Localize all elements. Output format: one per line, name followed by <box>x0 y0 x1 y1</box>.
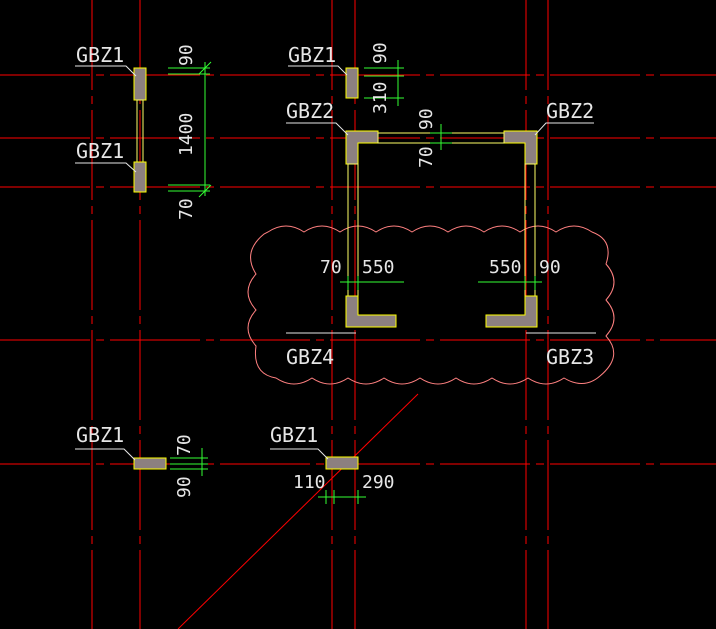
label-gbz2-right: GBZ2 <box>546 99 594 123</box>
label-gbz4: GBZ4 <box>286 345 334 369</box>
wall-segment-top <box>133 67 147 101</box>
dim-text-90-a: 90 <box>176 44 197 66</box>
dim-text-550-a: 550 <box>362 257 395 278</box>
dim-text-310: 310 <box>370 81 391 114</box>
dim-text-550-b: 550 <box>489 257 522 278</box>
column-gbz1-vertical[interactable] <box>133 67 147 193</box>
leader-lines <box>75 65 596 461</box>
dim-text-90-c: 90 <box>416 108 437 130</box>
dim-text-290: 290 <box>362 472 395 493</box>
column-gbz1-lower-mid[interactable] <box>325 456 359 470</box>
leader-l9 <box>270 448 329 460</box>
dimension-texts: 90 1400 70 90 310 90 70 70 550 550 90 70… <box>174 42 561 498</box>
label-gbz1-bottom-left: GBZ1 <box>76 423 124 447</box>
dim-text-70-d: 70 <box>174 434 195 456</box>
label-gbz1-top-mid: GBZ1 <box>288 43 336 67</box>
leader-l4 <box>286 122 349 136</box>
label-gbz3: GBZ3 <box>546 345 594 369</box>
column-gbz2-left <box>345 130 379 165</box>
leader-l8 <box>75 448 136 461</box>
axis-diagonal <box>177 393 419 629</box>
label-gbz1-top-left: GBZ1 <box>76 43 124 67</box>
dim-text-70-a: 70 <box>176 198 197 220</box>
revision-cloud <box>247 225 615 385</box>
leader-l5 <box>534 122 594 136</box>
leader-l2 <box>75 162 137 173</box>
label-gbz1-mid-left: GBZ1 <box>76 139 124 163</box>
leader-l3 <box>288 65 348 76</box>
dim-text-110: 110 <box>293 472 326 493</box>
column-gbz2-right <box>503 130 538 165</box>
column-gbz3 <box>485 295 538 328</box>
dim-text-90-b: 90 <box>370 42 391 64</box>
column-gbz1-small[interactable] <box>345 67 359 99</box>
label-gbz1-bottom-mid: GBZ1 <box>270 423 318 447</box>
column-gbz1-lower-left[interactable] <box>133 457 167 470</box>
leader-l1 <box>75 65 137 77</box>
c-shaped-wall[interactable] <box>345 130 538 328</box>
dim-text-70-c: 70 <box>320 257 342 278</box>
label-gbz2-left: GBZ2 <box>286 99 334 123</box>
component-labels: GBZ1 GBZ1 GBZ1 GBZ2 GBZ2 GBZ4 GBZ3 GBZ1 … <box>76 43 594 447</box>
dim-text-1400: 1400 <box>176 113 197 156</box>
column-gbz4 <box>345 295 397 328</box>
dim-text-70-b: 70 <box>416 146 437 168</box>
wall-segment-bottom <box>133 161 147 193</box>
dim-text-90-d: 90 <box>539 257 561 278</box>
dim-tick-a2 <box>198 184 212 198</box>
dimension-lines <box>168 60 542 504</box>
dim-text-90-e: 90 <box>174 476 195 498</box>
dim-tick-a1 <box>198 61 212 75</box>
left-wall <box>347 163 359 297</box>
